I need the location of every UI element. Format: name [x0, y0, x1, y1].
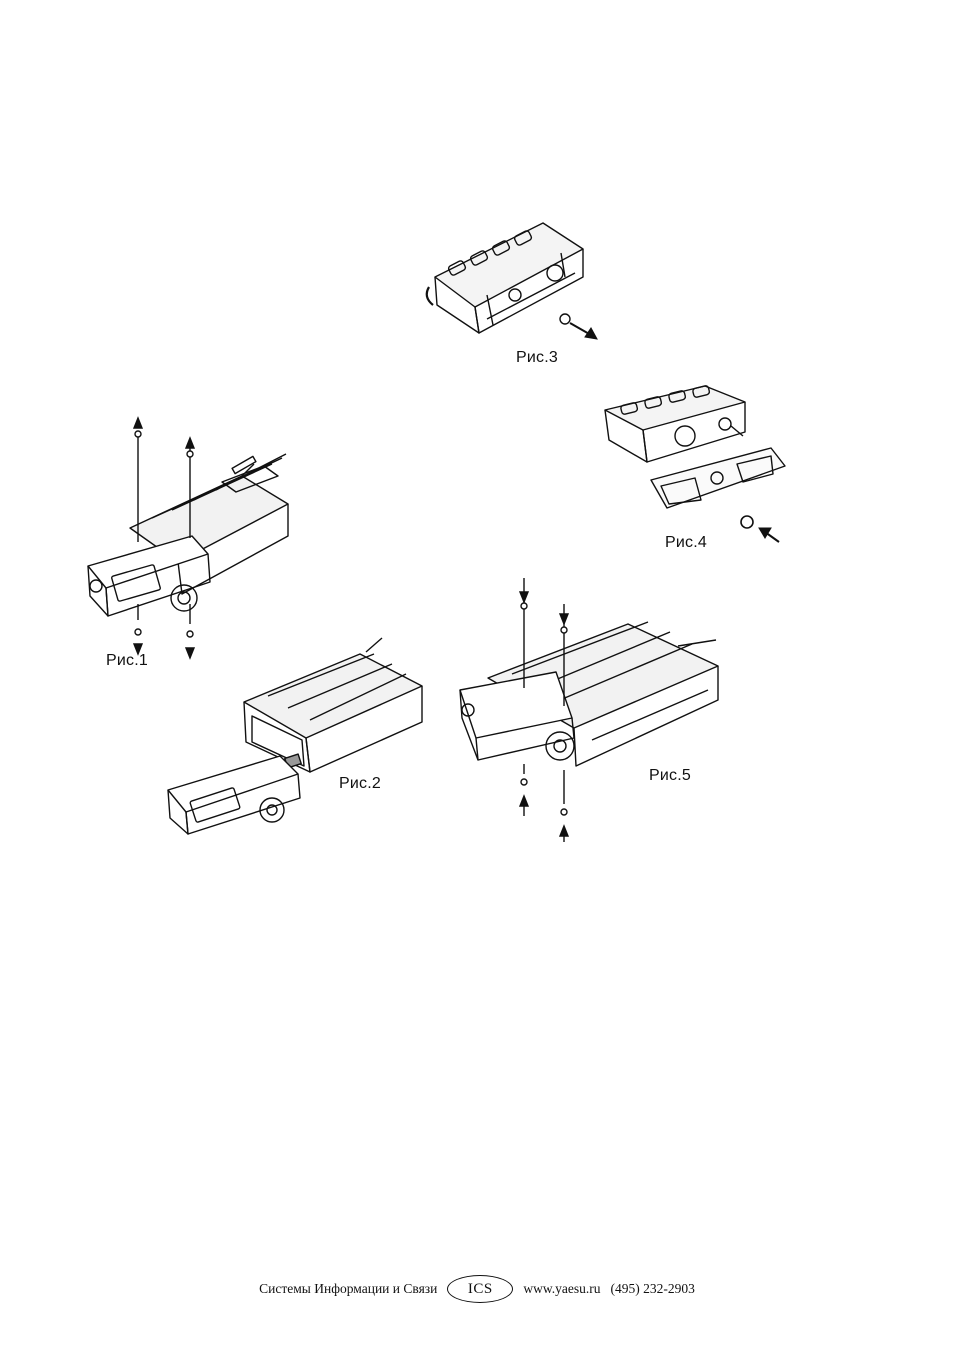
- phone-number: (495) 232-2903: [610, 1281, 694, 1297]
- figure-1-illustration: [82, 418, 312, 663]
- figure-5-illustration: [452, 578, 732, 843]
- ics-logo: ICS: [447, 1275, 513, 1303]
- figure-4-caption: Рис.4: [665, 534, 707, 552]
- figure-5-caption: Рис.5: [649, 767, 691, 785]
- figure-3-illustration: [415, 215, 605, 345]
- figure-1-caption: Рис.1: [106, 652, 148, 670]
- figure-4-illustration: [595, 382, 795, 557]
- figure-2-illustration: [160, 630, 435, 835]
- figure-3-caption: Рис.3: [516, 349, 558, 367]
- figure-2-caption: Рис.2: [339, 775, 381, 793]
- company-name: Системы Информации и Связи: [259, 1281, 437, 1297]
- website-link[interactable]: www.yaesu.ru: [523, 1281, 600, 1297]
- page-footer: Системы Информации и Связи ICS www.yaesu…: [0, 1273, 954, 1305]
